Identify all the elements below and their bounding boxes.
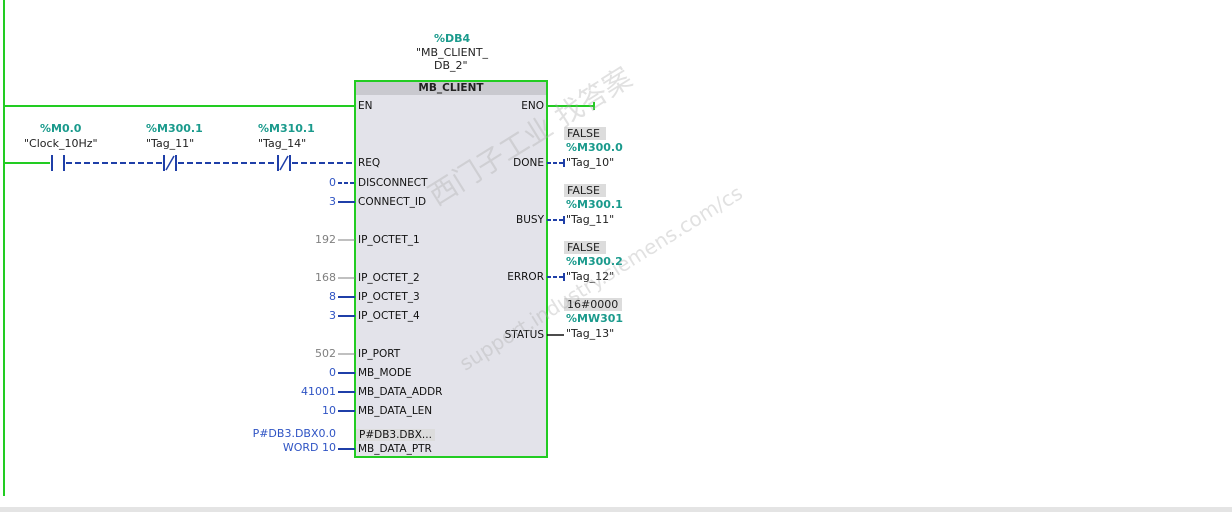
pin-mb-data-addr: MB_DATA_ADDR <box>358 386 443 398</box>
status-address[interactable]: %MW301 <box>566 312 624 325</box>
block-title: MB_CLIENT <box>418 82 484 94</box>
busy-state: FALSE <box>564 184 606 197</box>
contact-tag-11[interactable] <box>163 155 177 171</box>
contact-1-address[interactable]: %M0.0 <box>40 122 82 135</box>
error-tag: "Tag_12" <box>566 270 615 283</box>
mb-client-block[interactable] <box>354 80 548 458</box>
contact-3-tag: "Tag_14" <box>258 137 307 150</box>
pin-mb-data-len: MB_DATA_LEN <box>358 405 433 417</box>
value-mb-data-addr[interactable]: 41001 <box>301 385 336 398</box>
done-tag: "Tag_10" <box>566 156 615 169</box>
pin-ip-octet-3: IP_OCTET_3 <box>358 291 420 303</box>
pin-ip-octet-4: IP_OCTET_4 <box>358 310 420 322</box>
contact-1-tag: "Clock_10Hz" <box>24 137 98 150</box>
done-address[interactable]: %M300.0 <box>566 141 623 154</box>
pin-error: ERROR <box>507 271 544 283</box>
value-mb-data-ptr-line1[interactable]: P#DB3.DBX0.0 <box>252 427 336 440</box>
value-ip-octet-2[interactable]: 168 <box>315 271 336 284</box>
bottom-scrollbar[interactable] <box>0 507 1232 512</box>
value-ip-port[interactable]: 502 <box>315 347 336 360</box>
pin-en: EN <box>358 100 373 112</box>
instance-db-name-line1: "MB_CLIENT_ <box>416 46 489 59</box>
contact-tag-14[interactable] <box>277 155 291 171</box>
mb-client-header <box>356 82 546 95</box>
pin-mb-mode: MB_MODE <box>358 367 412 379</box>
busy-address[interactable]: %M300.1 <box>566 198 623 211</box>
instance-db-address[interactable]: %DB4 <box>434 32 471 45</box>
status-state: 16#0000 <box>564 298 622 311</box>
contact-clock-10hz[interactable] <box>51 155 65 171</box>
pin-ip-octet-1: IP_OCTET_1 <box>358 234 420 246</box>
pin-ip-port: IP_PORT <box>358 348 401 360</box>
value-mb-mode[interactable]: 0 <box>329 366 336 379</box>
pin-disconnect: DISCONNECT <box>358 177 428 189</box>
pin-done: DONE <box>513 157 544 169</box>
value-connect-id[interactable]: 3 <box>329 195 336 208</box>
pin-busy: BUSY <box>516 214 544 226</box>
pin-connect-id: CONNECT_ID <box>358 196 427 208</box>
pin-eno: ENO <box>521 100 544 112</box>
value-disconnect[interactable]: 0 <box>329 176 336 189</box>
busy-tag: "Tag_11" <box>566 213 615 226</box>
instance-db-name-line2: DB_2" <box>434 59 468 72</box>
value-mb-data-ptr-line2: WORD 10 <box>282 441 336 454</box>
contact-3-address[interactable]: %M310.1 <box>258 122 315 135</box>
pin-status: STATUS <box>504 329 544 341</box>
status-tag: "Tag_13" <box>566 327 615 340</box>
value-ip-octet-1[interactable]: 192 <box>315 233 336 246</box>
error-address[interactable]: %M300.2 <box>566 255 623 268</box>
done-state: FALSE <box>564 127 606 140</box>
error-state: FALSE <box>564 241 606 254</box>
value-mb-data-len[interactable]: 10 <box>322 404 336 417</box>
value-ip-octet-3[interactable]: 8 <box>329 290 336 303</box>
value-ip-octet-4[interactable]: 3 <box>329 309 336 322</box>
pin-req: REQ <box>358 157 381 169</box>
contact-2-tag: "Tag_11" <box>146 137 195 150</box>
pin-ip-octet-2: IP_OCTET_2 <box>358 272 420 284</box>
pin-mb-data-ptr-value[interactable]: P#DB3.DBX... <box>356 429 435 441</box>
pin-mb-data-ptr: MB_DATA_PTR <box>358 443 432 455</box>
contact-2-address[interactable]: %M300.1 <box>146 122 203 135</box>
